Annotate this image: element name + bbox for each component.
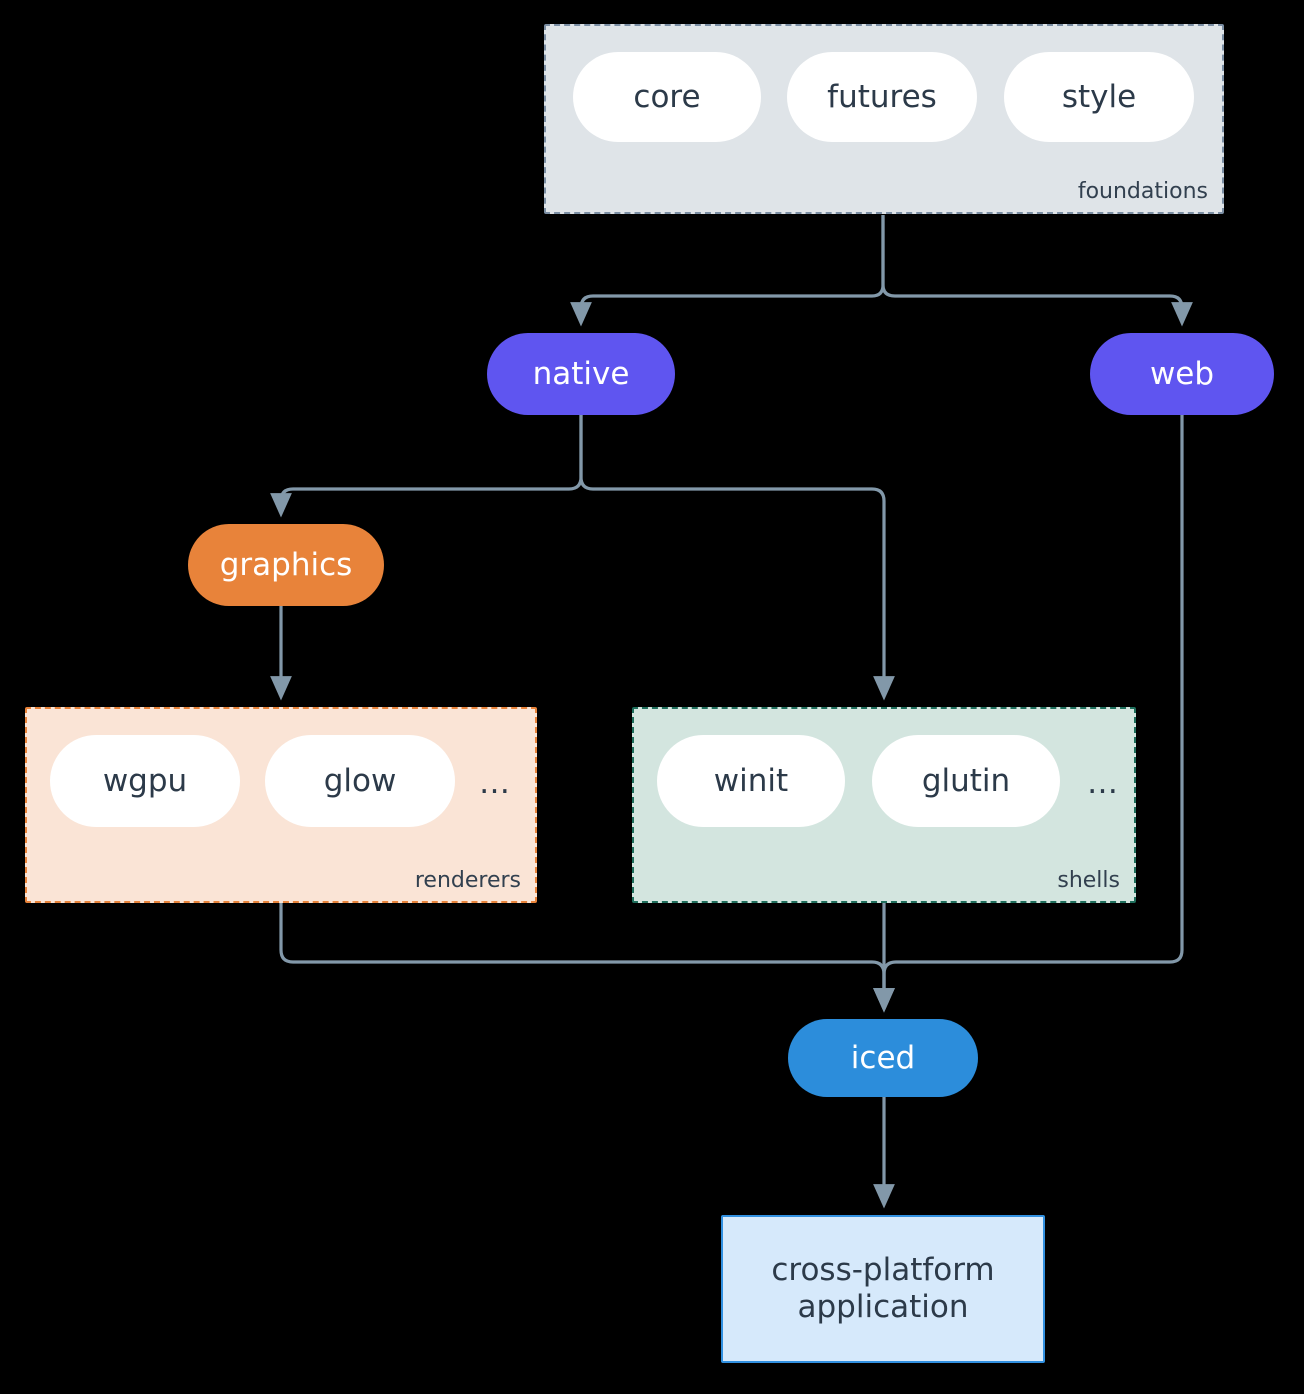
node-label-wgpu: wgpu bbox=[102, 762, 188, 799]
edge-renderers-iced bbox=[279, 903, 895, 1013]
node-label-futures: futures bbox=[827, 78, 937, 115]
node-glow[interactable]: glow bbox=[265, 735, 455, 827]
node-wgpu[interactable]: wgpu bbox=[50, 735, 240, 827]
node-iced[interactable]: iced bbox=[788, 1019, 978, 1097]
edge-native-shells bbox=[579, 415, 895, 701]
renderers-more-ellipsis: … bbox=[470, 760, 520, 806]
node-native[interactable]: native bbox=[487, 333, 675, 415]
edge-foundations-native bbox=[570, 215, 885, 327]
node-web[interactable]: web bbox=[1090, 333, 1274, 415]
node-label-glow: glow bbox=[323, 762, 397, 799]
cluster-label-foundations: foundations bbox=[1077, 179, 1208, 204]
application-label-line1: cross-platform bbox=[771, 1252, 995, 1289]
shells-more-label: … bbox=[1087, 765, 1119, 801]
application-label-line2: application bbox=[797, 1289, 969, 1325]
node-label-iced: iced bbox=[850, 1039, 916, 1076]
edge-web-iced bbox=[873, 415, 1184, 1013]
node-label-winit: winit bbox=[713, 762, 789, 799]
node-label-core: core bbox=[633, 78, 701, 115]
node-glutin[interactable]: glutin bbox=[872, 735, 1060, 827]
cluster-label-shells: shells bbox=[1057, 868, 1120, 893]
node-winit[interactable]: winit bbox=[657, 735, 845, 827]
node-label-native: native bbox=[532, 355, 630, 392]
edge-native-graphics bbox=[270, 415, 583, 518]
node-label-web: web bbox=[1149, 355, 1215, 392]
node-cross-platform-application[interactable]: cross-platform application bbox=[721, 1215, 1045, 1363]
node-label-glutin: glutin bbox=[921, 762, 1011, 799]
cluster-label-renderers: renderers bbox=[414, 868, 521, 893]
node-graphics[interactable]: graphics bbox=[188, 524, 384, 606]
node-style[interactable]: style bbox=[1004, 52, 1194, 142]
renderers-more-label: … bbox=[479, 765, 511, 801]
node-core[interactable]: core bbox=[573, 52, 761, 142]
node-futures[interactable]: futures bbox=[787, 52, 977, 142]
node-label-style: style bbox=[1061, 78, 1137, 115]
shells-more-ellipsis: … bbox=[1078, 760, 1128, 806]
node-label-graphics: graphics bbox=[219, 546, 353, 583]
edge-foundations-web bbox=[881, 215, 1193, 327]
